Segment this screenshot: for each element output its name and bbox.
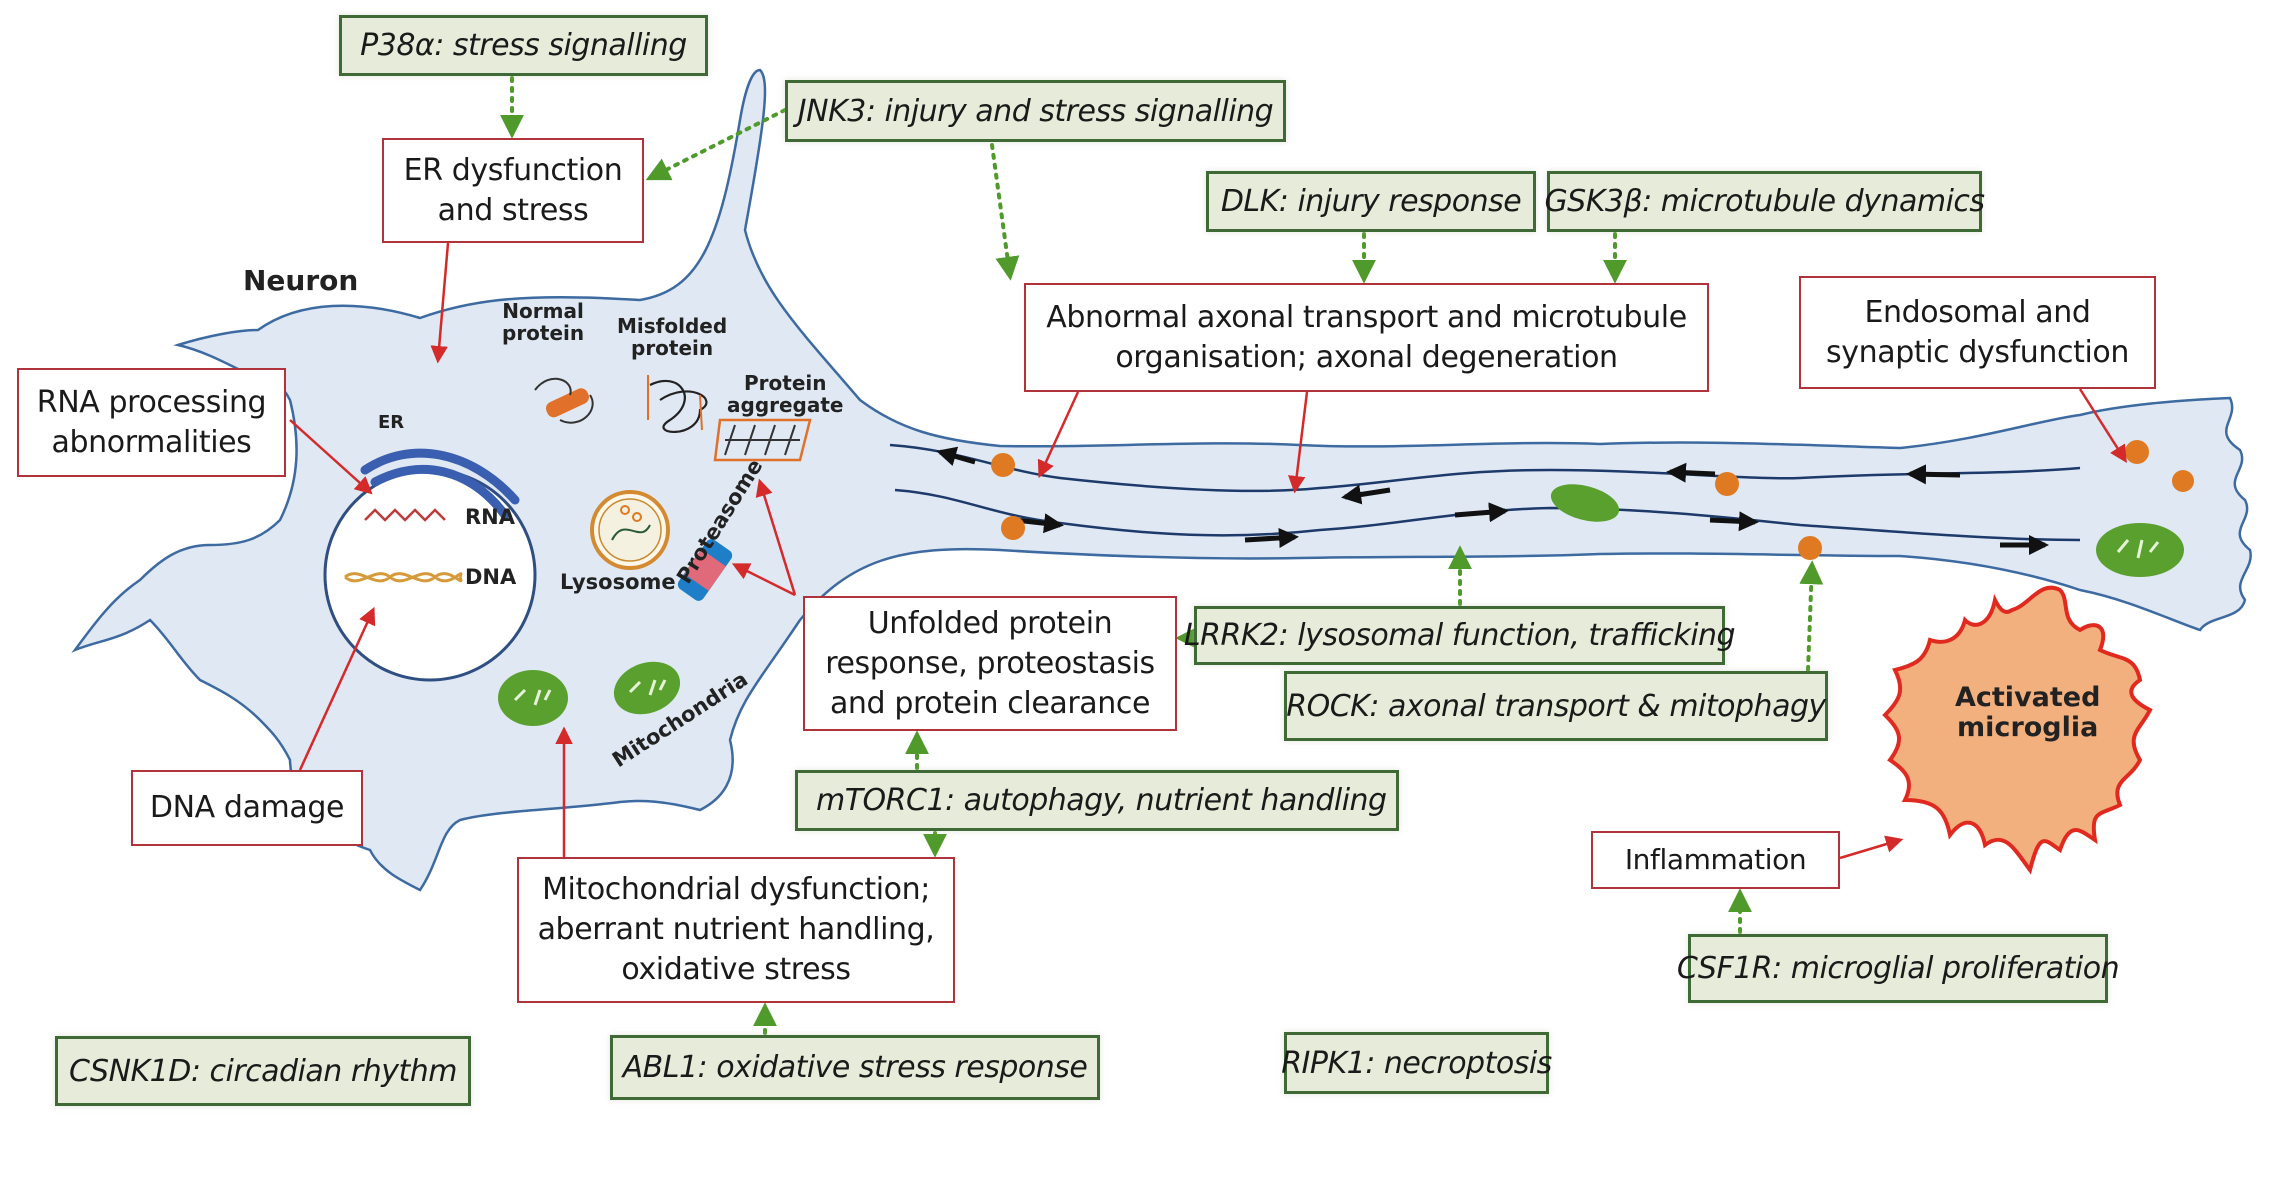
kinase-box-mtorc1: mTORC1: autophagy, nutrient handling (795, 770, 1399, 831)
arrow-axonal-to-axon-1 (1037, 391, 1080, 479)
activated-microglia (1882, 585, 2153, 875)
vesicle (1798, 536, 1822, 560)
arrow-rock-to-axon (1799, 560, 1824, 672)
arrow-rna-to-nucleus (289, 419, 373, 495)
proteasome-icon (677, 539, 733, 601)
process-box-mito: Mitochondrial dysfunction; aberrant nutr… (517, 857, 955, 1003)
vesicle (2172, 470, 2194, 492)
kinase-box-lrrk2: LRRK2: lysosomal function, trafficking (1184, 606, 1736, 665)
arrow-axonal-to-axon-2 (1288, 391, 1309, 494)
protein-aggregate-label: Protein aggregate (727, 371, 844, 417)
process-box-axonal: Abnormal axonal transport and microtubul… (1024, 283, 1709, 392)
neuron-label: Neuron (243, 264, 359, 297)
process-box-er: ER dysfunction and stress (382, 138, 644, 243)
arrow-jnk3-to-axonal (990, 143, 1020, 281)
kinase-box-gsk3b: GSK3β: microtubule dynamics (1544, 171, 1985, 232)
normal-protein-icon (534, 377, 594, 424)
vesicle (1715, 472, 1739, 496)
anterograde-arrow (1454, 502, 1509, 523)
kinase-box-csf1r: CSF1R: microglial proliferation (1677, 934, 2120, 1003)
dna-label: DNA (465, 565, 517, 589)
vesicle (2125, 440, 2149, 464)
arrow-jnk3-to-er (645, 108, 787, 181)
kinase-box-csnk1d: CSNK1D: circadian rhythm (55, 1036, 471, 1106)
vesicle (1001, 516, 1025, 540)
retrograde-arrow (1906, 464, 1961, 485)
arrow-endosomal-to-terminal (2078, 388, 2127, 463)
vesicle (991, 453, 1015, 477)
process-box-endosomal: Endosomal and synaptic dysfunction (1799, 276, 2156, 389)
kinase-box-abl1: ABL1: oxidative stress response (610, 1035, 1100, 1100)
kinase-box-p38a: P38α: stress signalling (339, 15, 708, 76)
retrograde-arrow (1666, 462, 1716, 483)
mitochondrion-icon (2096, 523, 2184, 577)
kinase-box-ripk1: RIPK1: necroptosis (1281, 1032, 1552, 1094)
lysosome-icon (590, 490, 670, 570)
process-box-upr: Unfolded protein response, proteostasis … (803, 596, 1177, 731)
process-box-rna: RNA processing abnormalities (17, 368, 286, 477)
mitochondrion-icon (1550, 484, 1620, 522)
process-box-inflammation: Inflammation (1591, 831, 1840, 889)
misfolded-protein-icon (647, 375, 708, 434)
arrow-er-to-er (430, 242, 450, 364)
anterograde-arrow (1244, 527, 1299, 548)
misfolded-protein-label: Misfolded protein (617, 314, 728, 360)
rna-icon (364, 508, 446, 522)
rna-label: RNA (465, 505, 515, 529)
kinase-box-jnk3: JNK3: injury and stress signalling (785, 80, 1286, 142)
microtubule-upper (889, 443, 2081, 493)
dna-icon (344, 572, 463, 583)
process-box-dna: DNA damage (131, 770, 363, 846)
anterograde-arrow (1709, 511, 1759, 532)
mitochondrion-icon (498, 670, 568, 726)
lysosome-label: Lysosome (560, 570, 676, 594)
er-icon (360, 448, 520, 520)
retrograde-arrow (1341, 484, 1391, 505)
arrow-upr-to-aggregate (755, 478, 797, 596)
protein-aggregate-icon (713, 418, 812, 462)
kinase-box-rock: ROCK: axonal transport & mitophagy (1284, 671, 1828, 741)
kinase-box-dlk: DLK: injury response (1206, 171, 1536, 232)
er-label: ER (378, 412, 405, 433)
mitochondrion-icon (613, 661, 681, 715)
normal-protein-label: Normal protein (502, 299, 585, 345)
microglia-label: Activated microglia (1955, 682, 2101, 743)
arrow-dna-to-nucleus (298, 606, 376, 771)
arrow-upr-to-proteasome (731, 563, 796, 597)
retrograde-arrow (936, 446, 976, 467)
arrow-inflammation-to-microglia (1839, 835, 1904, 860)
